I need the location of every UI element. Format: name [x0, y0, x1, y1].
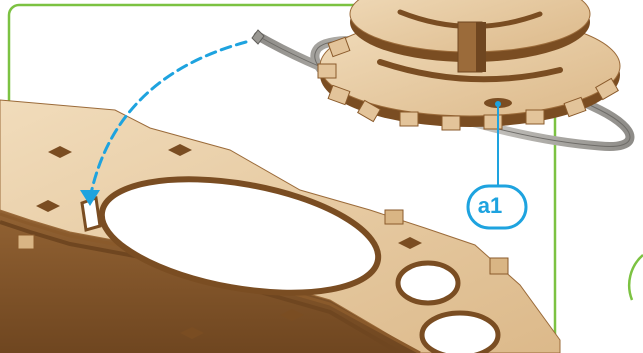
wooden-gear-icon: [318, 0, 620, 130]
